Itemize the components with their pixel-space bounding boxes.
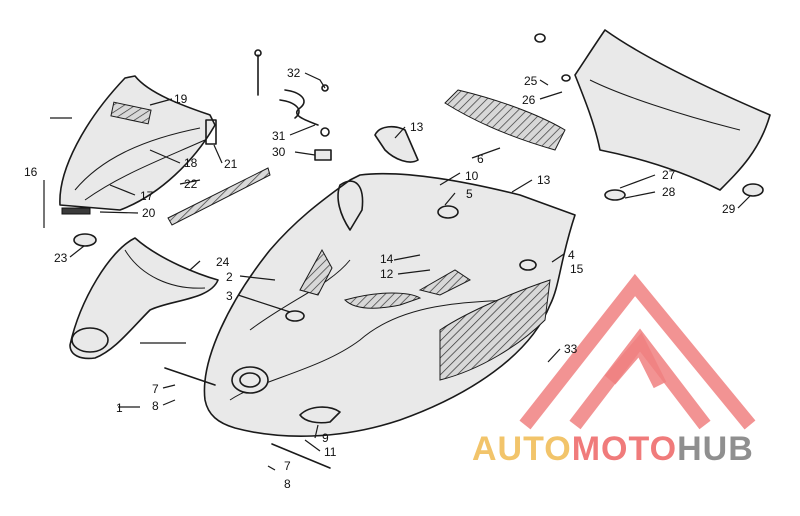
callout-labels: 1 2 3 4 5 6 7 8 7 8 9 10 11 12 13 13 14 … (24, 66, 736, 491)
callout-9: 9 (322, 431, 329, 445)
callout-22: 22 (184, 177, 198, 191)
callout-6: 6 (477, 152, 484, 166)
side-panel-part (59, 75, 217, 215)
callout-5: 5 (466, 187, 473, 201)
callout-1: 1 (116, 401, 123, 415)
callout-20: 20 (142, 206, 156, 220)
callout-24: 24 (216, 255, 230, 269)
callout-21: 21 (224, 157, 238, 171)
nose-cone-part (69, 237, 219, 360)
callout-17: 17 (140, 189, 154, 203)
callout-2: 2 (226, 270, 233, 284)
watermark-brand-part2: MOTO (571, 430, 678, 468)
grommet-part (73, 233, 97, 247)
callout-14: 14 (380, 252, 394, 266)
decal-strip-part (167, 167, 271, 226)
callout-16: 16 (24, 165, 38, 179)
watermark-logo-icon (519, 273, 756, 430)
callout-27: 27 (662, 168, 676, 182)
windshield-part (534, 29, 771, 201)
callout-30: 30 (272, 145, 286, 159)
callout-8b: 8 (284, 477, 291, 491)
vent-panel-part (444, 89, 566, 151)
callout-29: 29 (722, 202, 736, 216)
callout-10: 10 (465, 169, 479, 183)
watermark-brand-part3: HUB (677, 430, 754, 468)
callout-19: 19 (174, 92, 188, 106)
callout-28: 28 (662, 185, 676, 199)
callout-23: 23 (54, 251, 68, 265)
callout-15: 15 (570, 262, 584, 276)
callout-11: 11 (324, 445, 337, 459)
callout-13b: 13 (537, 173, 551, 187)
main-hood-part (203, 172, 576, 437)
callout-8a: 8 (152, 399, 159, 413)
hardware-part (254, 49, 332, 161)
callout-13a: 13 (410, 120, 424, 134)
callout-18: 18 (184, 156, 198, 170)
leader-lines (43, 72, 751, 471)
callout-26: 26 (522, 93, 536, 107)
callout-32: 32 (287, 66, 301, 80)
small-shield-part (374, 125, 419, 163)
callout-7b: 7 (284, 459, 291, 473)
callout-4: 4 (568, 248, 575, 262)
callout-7a: 7 (152, 382, 159, 396)
callout-12: 12 (380, 267, 394, 281)
rod-lower-part (271, 443, 331, 469)
watermark-brand-part1: AUTO (472, 430, 572, 468)
callout-3: 3 (226, 289, 233, 303)
callout-33: 33 (564, 342, 578, 356)
callout-25: 25 (524, 74, 538, 88)
watermark-brand-text: AUTOMOTOHUB (472, 430, 754, 469)
rod-upper-part (164, 367, 216, 386)
callout-31: 31 (272, 129, 286, 143)
